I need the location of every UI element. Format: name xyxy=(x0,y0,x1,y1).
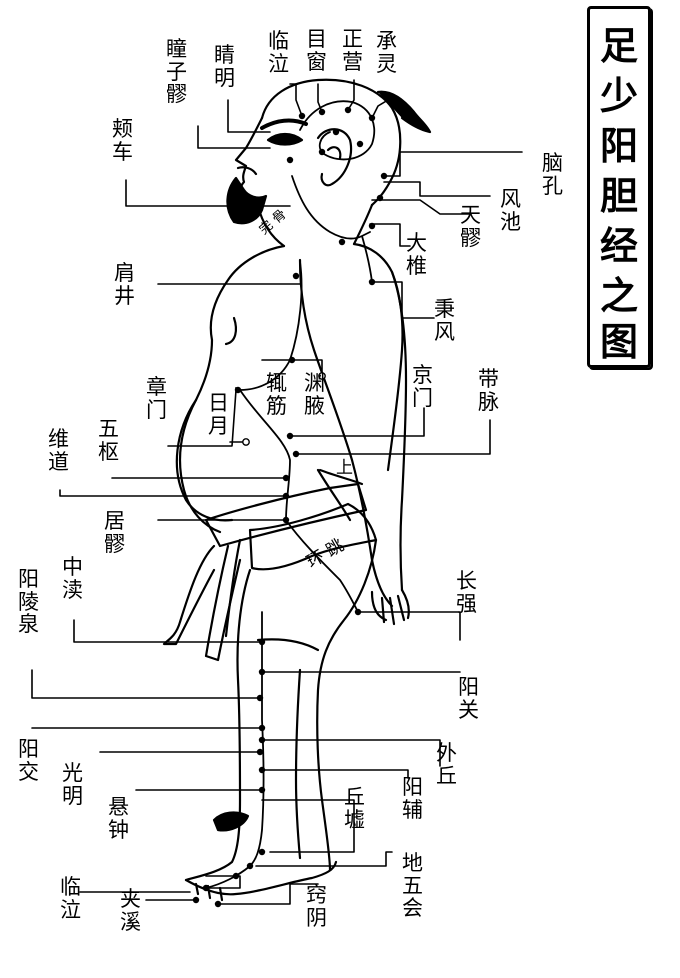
back-foot xyxy=(212,811,250,832)
title-char-7: 图 xyxy=(599,319,638,364)
title-char-4: 胆 xyxy=(599,173,638,218)
label-changqiang: 长 强 xyxy=(456,569,477,616)
label-chengling: 承 灵 xyxy=(376,29,397,76)
label-yangjiao: 阳 交 xyxy=(18,737,39,784)
title-char-2: 少 xyxy=(599,73,638,118)
label-zhengying: 正 营 xyxy=(342,27,363,74)
label-yuanye: 渊 腋 xyxy=(304,371,325,418)
label-riyue: 日 月 xyxy=(208,391,229,438)
label-linqi-foot: 临 泣 xyxy=(60,875,81,922)
label-waiqiu: 外 丘 xyxy=(436,741,457,788)
label-xuanzhong: 悬 钟 xyxy=(108,795,129,842)
label-fengchi: 风 池 xyxy=(500,187,521,234)
label-daimai: 带 脉 xyxy=(478,367,499,414)
hand xyxy=(370,588,410,626)
label-weidao: 维 道 xyxy=(48,427,69,474)
eyebrow xyxy=(260,118,308,130)
leader-lines xyxy=(31,79,523,905)
label-diwuhui: 地 五 会 xyxy=(402,851,423,921)
label-jingmen: 京 门 xyxy=(412,363,433,410)
label-yangfu: 阳 辅 xyxy=(402,775,423,822)
acupoints xyxy=(192,106,388,908)
label-xiaxi: 夹 溪 xyxy=(120,887,141,934)
torso-outline xyxy=(178,244,286,534)
label-muchuang: 目 窗 xyxy=(306,27,327,74)
label-qiaoyin: 窍 阴 xyxy=(306,883,327,930)
label-tongziliao: 瞳 子 髎 xyxy=(166,37,187,107)
label-zhangmen: 章 门 xyxy=(146,375,167,422)
label-qiuxu: 丘 墟 xyxy=(344,785,365,832)
title-char-1: 足 xyxy=(599,23,638,68)
label-jiache: 颊 车 xyxy=(112,117,133,164)
label-jianjing: 肩 井 xyxy=(114,261,135,308)
title-box: 足 少 阳 胆 经 之 图 xyxy=(587,6,651,368)
label-naokong: 脑 孔 xyxy=(542,151,563,198)
foot xyxy=(184,860,338,896)
label-zhongdu: 中 渎 xyxy=(62,555,83,602)
title-char-3: 阳 xyxy=(599,123,638,168)
beard xyxy=(226,176,268,225)
eye xyxy=(266,132,304,146)
leg-back xyxy=(316,538,378,872)
label-dazhui: 大 椎 xyxy=(406,231,427,278)
title-char-5: 经 xyxy=(599,223,638,268)
moustache xyxy=(236,166,258,176)
label-bingfeng: 秉 风 xyxy=(434,297,455,344)
label-tianliao: 天 髎 xyxy=(460,203,481,250)
label-yanglingquan: 阳 陵 泉 xyxy=(18,567,39,637)
body-text-shang: 上 xyxy=(336,458,353,478)
label-jingming: 睛 明 xyxy=(214,43,235,90)
arm-outline xyxy=(298,258,394,608)
label-wushu: 五 枢 xyxy=(98,417,119,464)
label-zhejin: 辄 筋 xyxy=(266,371,287,418)
title-char-6: 之 xyxy=(599,273,638,318)
leg-front xyxy=(184,568,252,882)
label-linqi-head: 临 泣 xyxy=(268,29,289,76)
sash xyxy=(204,482,368,548)
hair-knot xyxy=(376,90,432,134)
sash-ends xyxy=(162,544,216,646)
neck xyxy=(256,204,286,248)
label-guangming: 光 明 xyxy=(62,761,83,808)
label-juliao: 居 髎 xyxy=(104,509,125,556)
label-yangguan: 阳 关 xyxy=(458,675,479,722)
